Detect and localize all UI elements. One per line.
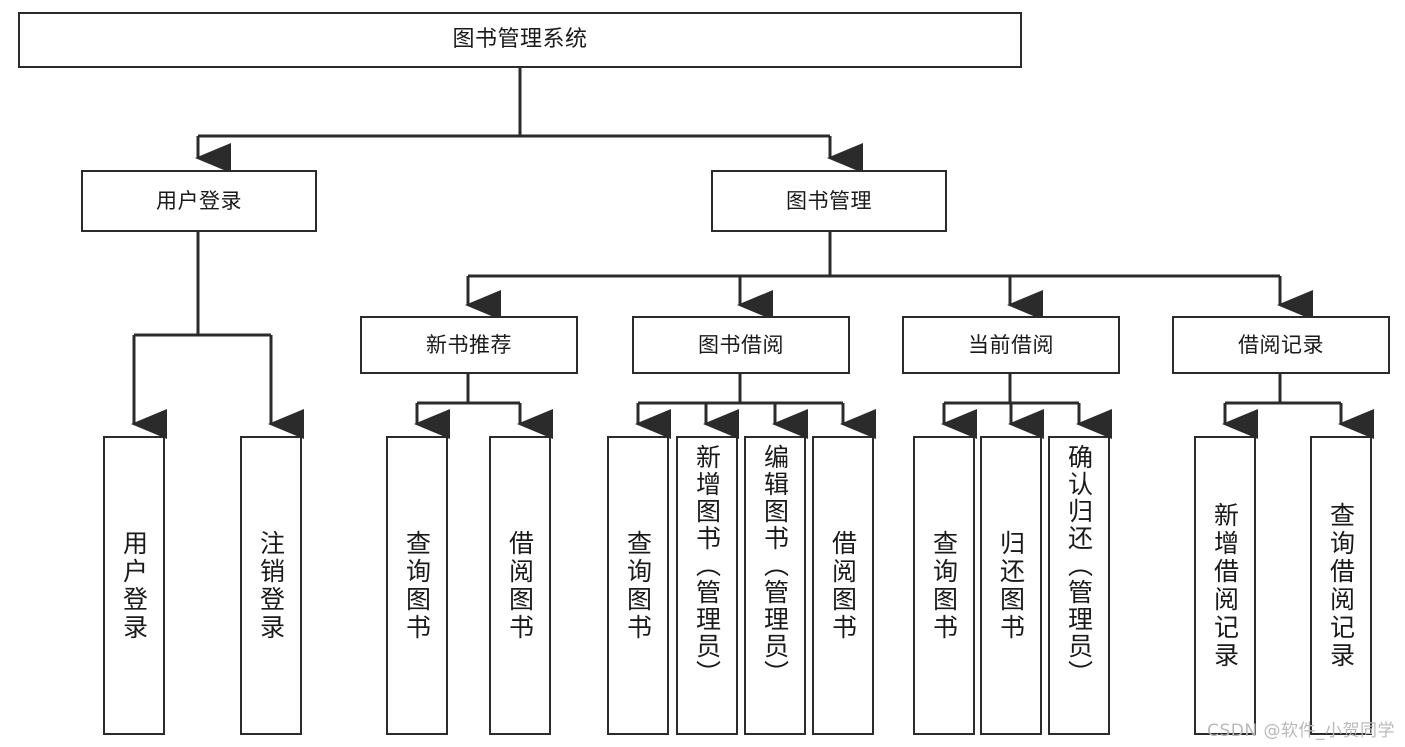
node-label: 查询借阅记录	[1326, 501, 1356, 670]
node-root-system[interactable]: 图书管理系统	[18, 12, 1022, 68]
node-label: 当前借阅	[968, 332, 1054, 357]
node-label: 借阅图书	[828, 529, 858, 642]
node-label: 用户登录	[156, 188, 242, 213]
node-label: 借阅记录	[1238, 332, 1324, 357]
node-label: 图书管理系统	[452, 27, 588, 53]
node-label: 查询图书	[929, 529, 959, 642]
node-current-borrow[interactable]: 当前借阅	[902, 316, 1120, 374]
leaf-current-borrow-confirm-return-admin[interactable]: 确认归还（管理员）	[1048, 436, 1110, 735]
node-label: 查询图书	[402, 529, 432, 642]
leaf-book-borrow-edit-book-admin[interactable]: 编辑图书（管理员）	[744, 436, 806, 735]
node-book-borrow[interactable]: 图书借阅	[632, 316, 850, 374]
leaf-borrow-records-add-record[interactable]: 新增借阅记录	[1194, 436, 1256, 735]
watermark-text: CSDN @软件_小贺同学	[1207, 721, 1395, 741]
leaf-current-borrow-return-book[interactable]: 归还图书	[980, 436, 1042, 735]
node-label: 图书借阅	[698, 332, 784, 357]
node-user-login[interactable]: 用户登录	[81, 170, 317, 232]
node-label: 归还图书	[996, 529, 1026, 642]
node-label: 新增借阅记录	[1210, 501, 1240, 670]
leaf-user-login-login[interactable]: 用户登录	[103, 436, 165, 735]
node-label: 用户登录	[119, 529, 149, 642]
node-label: 新增图书（管理员）	[692, 444, 722, 687]
node-label: 图书管理	[786, 188, 872, 213]
node-book-management[interactable]: 图书管理	[711, 170, 947, 232]
leaf-current-borrow-query-book[interactable]: 查询图书	[913, 436, 975, 735]
node-label: 确认归还（管理员）	[1064, 444, 1094, 687]
node-label: 编辑图书（管理员）	[760, 444, 790, 687]
leaf-new-book-query-book[interactable]: 查询图书	[386, 436, 448, 735]
node-label: 借阅图书	[505, 529, 535, 642]
leaf-new-book-borrow-book[interactable]: 借阅图书	[489, 436, 551, 735]
leaf-user-login-logout[interactable]: 注销登录	[240, 436, 302, 735]
node-label: 注销登录	[256, 529, 286, 642]
leaf-borrow-records-query-record[interactable]: 查询借阅记录	[1310, 436, 1372, 735]
leaf-book-borrow-query-book[interactable]: 查询图书	[607, 436, 669, 735]
leaf-book-borrow-add-book-admin[interactable]: 新增图书（管理员）	[676, 436, 738, 735]
node-label: 新书推荐	[426, 332, 512, 357]
node-new-book-recommend[interactable]: 新书推荐	[360, 316, 578, 374]
node-borrow-records[interactable]: 借阅记录	[1172, 316, 1390, 374]
node-label: 查询图书	[623, 529, 653, 642]
leaf-book-borrow-borrow-book[interactable]: 借阅图书	[812, 436, 874, 735]
